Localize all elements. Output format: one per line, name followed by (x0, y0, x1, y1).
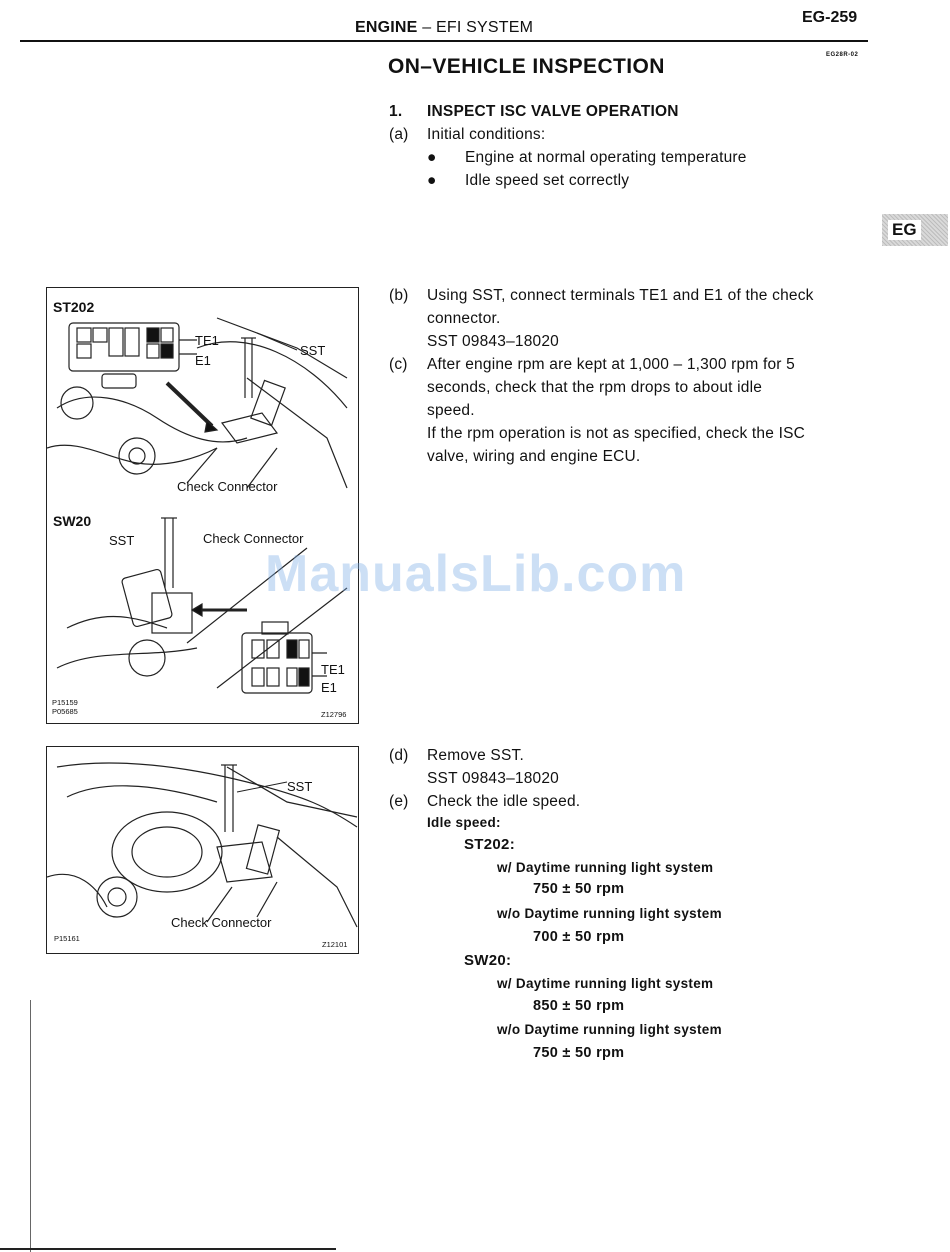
item-b-sst: SST 09843–18020 (427, 333, 559, 350)
fig2-label-check-connector: Check Connector (171, 915, 272, 930)
bullet-icon: ● (427, 172, 437, 189)
header-rule (20, 40, 868, 42)
figure-connect-sst: ST202 TE1 E1 SST Check Connector SW20 SS… (46, 287, 359, 724)
with-drl-label: w/ Daytime running light system (497, 860, 714, 875)
item-c-line: seconds, check that the rpm drops to abo… (427, 379, 763, 396)
figure-check-idle-illustration (47, 762, 358, 928)
idle-value: 700 ± 50 rpm (533, 929, 625, 945)
with-drl-label: w/ Daytime running light system (497, 976, 714, 991)
doc-code: EG28R-02 (826, 52, 859, 58)
header-title: ENGINE – EFI SYSTEM (355, 19, 533, 37)
item-b-label: (b) (389, 287, 409, 304)
fig1-label-check-connector: Check Connector (177, 479, 278, 494)
model-st202: ST202: (464, 836, 515, 853)
page-number: EG-259 (802, 9, 858, 26)
header-dash: – (422, 19, 432, 36)
bullet-text: Idle speed set correctly (465, 172, 630, 189)
item-c-line: valve, wiring and engine ECU. (427, 448, 641, 465)
footer-rule (0, 1248, 336, 1250)
fig1-label-sst: SST (300, 343, 326, 358)
fig1-code: Z12796 (321, 710, 347, 719)
idle-value: 850 ± 50 rpm (533, 998, 625, 1014)
section-title: ON–VEHICLE INSPECTION (388, 55, 665, 78)
fig1-label-sw20: SW20 (53, 513, 92, 529)
section-tab-label: EG (888, 220, 921, 240)
fig1-label-sst2: SST (109, 533, 135, 548)
fig1-label-te1: TE1 (195, 333, 219, 348)
step-number: 1. (389, 103, 403, 120)
fig1-code: P15159 (52, 698, 78, 707)
item-a-label: (a) (389, 126, 409, 143)
figure-check-idle: SST Check Connector P15161 Z12101 (46, 746, 359, 954)
fig2-label-sst: SST (287, 779, 313, 794)
item-e-text: Check the idle speed. (427, 793, 581, 810)
without-drl-label: w/o Daytime running light system (497, 1022, 722, 1037)
item-a-text: Initial conditions: (427, 126, 546, 143)
idle-value: 750 ± 50 rpm (533, 1045, 625, 1061)
fig1-code: P05685 (52, 707, 78, 716)
binding-margin-line (30, 1000, 31, 1252)
figure-connect-sst-illustration (47, 317, 348, 694)
item-b-line: Using SST, connect terminals TE1 and E1 … (427, 287, 814, 304)
item-d-text: Remove SST. (427, 747, 524, 764)
item-d-sst: SST 09843–18020 (427, 770, 559, 787)
fig1-label-e1b: E1 (321, 680, 337, 695)
bullet-text: Engine at normal operating temperature (465, 149, 747, 166)
header-chapter: ENGINE (355, 19, 418, 36)
fig1-label-check-connector2: Check Connector (203, 531, 304, 546)
fig1-label-e1: E1 (195, 353, 211, 368)
idle-speed-label: Idle speed: (427, 815, 501, 830)
without-drl-label: w/o Daytime running light system (497, 906, 722, 921)
item-c-line: If the rpm operation is not as specified… (427, 425, 806, 442)
item-b-line: connector. (427, 310, 501, 327)
watermark: ManualsLib.com (265, 545, 687, 603)
item-e-label: (e) (389, 793, 409, 810)
item-d-label: (d) (389, 747, 409, 764)
header-subchapter: EFI SYSTEM (435, 19, 534, 36)
fig1-label-st202: ST202 (53, 299, 95, 315)
fig2-code: P15161 (54, 934, 80, 943)
item-c-line: speed. (427, 402, 475, 419)
fig1-label-te1b: TE1 (321, 662, 345, 677)
fig2-code: Z12101 (322, 940, 348, 949)
item-c-label: (c) (389, 356, 408, 373)
idle-value: 750 ± 50 rpm (533, 881, 625, 897)
step-heading: INSPECT ISC VALVE OPERATION (427, 103, 679, 120)
item-c-line: After engine rpm are kept at 1,000 – 1,3… (427, 356, 795, 373)
bullet-icon: ● (427, 149, 437, 166)
section-tab: EG (882, 214, 948, 246)
model-sw20: SW20: (464, 952, 512, 969)
